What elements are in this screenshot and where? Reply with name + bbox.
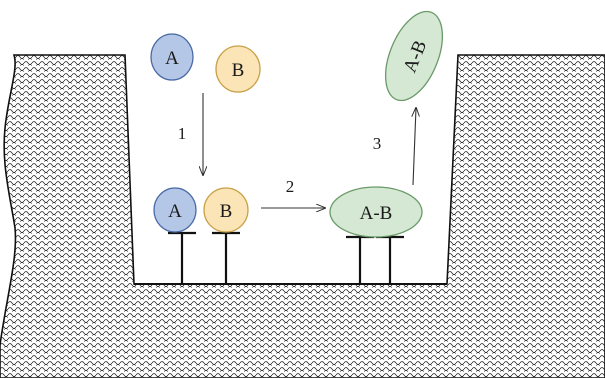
catalyst-surface (0, 54, 605, 378)
molecule-b-bound-label: B (220, 201, 233, 222)
molecule-b-bound: B (203, 187, 249, 233)
molecule-ab-released: A-B (384, 10, 444, 102)
step2-label: 2 (286, 177, 295, 196)
molecule-a-bound: A (153, 187, 197, 233)
molecule-a-free: A (150, 33, 194, 81)
molecule-a-free-label: A (165, 48, 179, 69)
molecule-ab-bound-label: A-B (360, 203, 393, 224)
step3-label: 3 (373, 134, 382, 153)
step1-label: 1 (178, 124, 187, 143)
step3-arrow (413, 108, 416, 186)
molecule-a-bound-label: A (168, 201, 182, 222)
molecule-b-free-label: B (232, 60, 245, 81)
molecule-b-free: B (215, 45, 261, 93)
molecule-ab-bound: A-B (329, 186, 423, 238)
active-sites (168, 231, 404, 284)
